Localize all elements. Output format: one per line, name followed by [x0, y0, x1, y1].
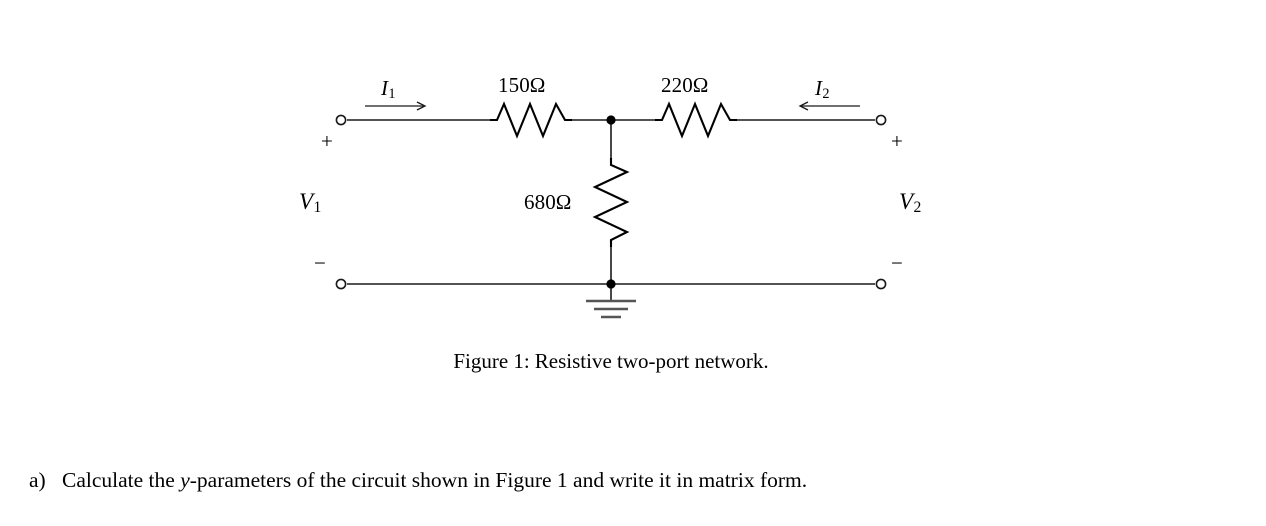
polarity-plus-port2: +: [891, 129, 903, 153]
resistor-150-ohm-symbol: [490, 101, 572, 139]
resistor-value-680-ohm: 680Ω: [524, 190, 572, 214]
voltage-label-v2: V2: [899, 189, 922, 217]
caption-prefix: Figure 1:: [453, 349, 530, 373]
terminal-port1-negative: [335, 278, 347, 290]
figure-caption: Figure 1:Resistive two-port network.: [0, 349, 1222, 374]
node-dot-center-top: [606, 115, 616, 125]
circuit-figure: I1 I2 150Ω 220Ω 680Ω V1 V2 + − + −: [299, 73, 922, 319]
terminal-port2-negative: [875, 278, 887, 290]
question-math-variable: y: [180, 468, 190, 492]
ground-symbol: [586, 284, 636, 319]
resistor-value-150-ohm: 150Ω: [498, 73, 546, 97]
voltage-label-v1: V1: [299, 189, 322, 217]
current-arrow-i1: [365, 101, 427, 111]
resistor-680-ohm-symbol: [592, 158, 630, 247]
question-marker: a): [29, 468, 46, 492]
polarity-minus-port1: −: [314, 251, 326, 275]
question-text-after: -parameters of the circuit shown in Figu…: [189, 468, 808, 492]
current-label-i1: I1: [381, 76, 396, 102]
question-text-before: Calculate the: [62, 468, 181, 492]
polarity-minus-port2: −: [891, 251, 903, 275]
terminal-port1-positive: [335, 114, 347, 126]
current-label-i2: I2: [815, 76, 830, 102]
circuit-schematic: [335, 101, 887, 319]
node-dot-center-bottom: [606, 279, 616, 289]
polarity-plus-port1: +: [321, 129, 333, 153]
caption-text: Resistive two-port network.: [534, 349, 769, 373]
resistor-value-220-ohm: 220Ω: [661, 73, 709, 97]
current-arrow-i2: [798, 101, 860, 111]
resistor-220-ohm-symbol: [655, 101, 737, 139]
terminal-port2-positive: [875, 114, 887, 126]
question-item-a: a) Calculate the y-parameters of the circ…: [29, 466, 1239, 495]
